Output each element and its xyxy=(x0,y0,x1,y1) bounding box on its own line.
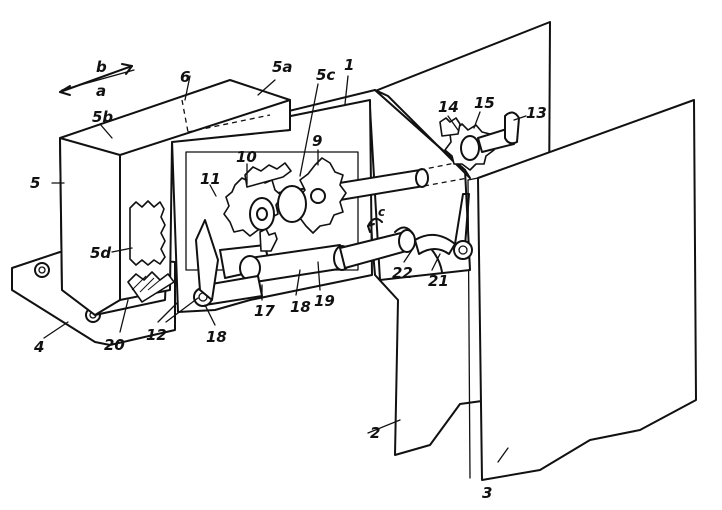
label-5c: 5c xyxy=(316,66,335,84)
label-10: 10 xyxy=(236,148,257,166)
leader-lines xyxy=(43,75,527,463)
label-22: 22 xyxy=(392,264,413,282)
label-5d: 5d xyxy=(90,244,111,262)
label-13: 13 xyxy=(526,104,547,122)
label-5b: 5b xyxy=(92,108,113,126)
label-11: 11 xyxy=(200,170,221,188)
label-19: 19 xyxy=(314,292,335,310)
label-a: a xyxy=(96,82,106,100)
label-17: 17 xyxy=(254,302,275,320)
label-18-left: 18 xyxy=(206,328,227,346)
label-9: 9 xyxy=(312,132,322,150)
gear-10 xyxy=(223,175,283,237)
label-c: c xyxy=(378,205,385,219)
gear-9 xyxy=(297,157,347,234)
lower-mechanism xyxy=(193,219,351,307)
gear-stack-5d xyxy=(127,200,175,303)
label-5a: 5a xyxy=(272,58,293,76)
label-6: 6 xyxy=(180,68,190,86)
direction-arrows xyxy=(59,63,135,96)
label-18-right: 18 xyxy=(290,298,311,316)
shaft-19 xyxy=(339,193,473,273)
label-12: 12 xyxy=(146,326,167,344)
label-1: 1 xyxy=(344,56,354,74)
label-3: 3 xyxy=(482,484,492,502)
rotation-arrow-c xyxy=(367,217,383,233)
label-5: 5 xyxy=(30,174,40,192)
label-20: 20 xyxy=(104,336,125,354)
label-14: 14 xyxy=(438,98,459,116)
gear-5c xyxy=(244,162,307,223)
gears-14-15 xyxy=(439,111,520,171)
label-15: 15 xyxy=(474,94,495,112)
label-2: 2 xyxy=(370,424,380,442)
label-b: b xyxy=(96,58,107,76)
label-4: 4 xyxy=(33,338,44,356)
label-21: 21 xyxy=(428,272,449,290)
housing-5 xyxy=(59,79,291,316)
